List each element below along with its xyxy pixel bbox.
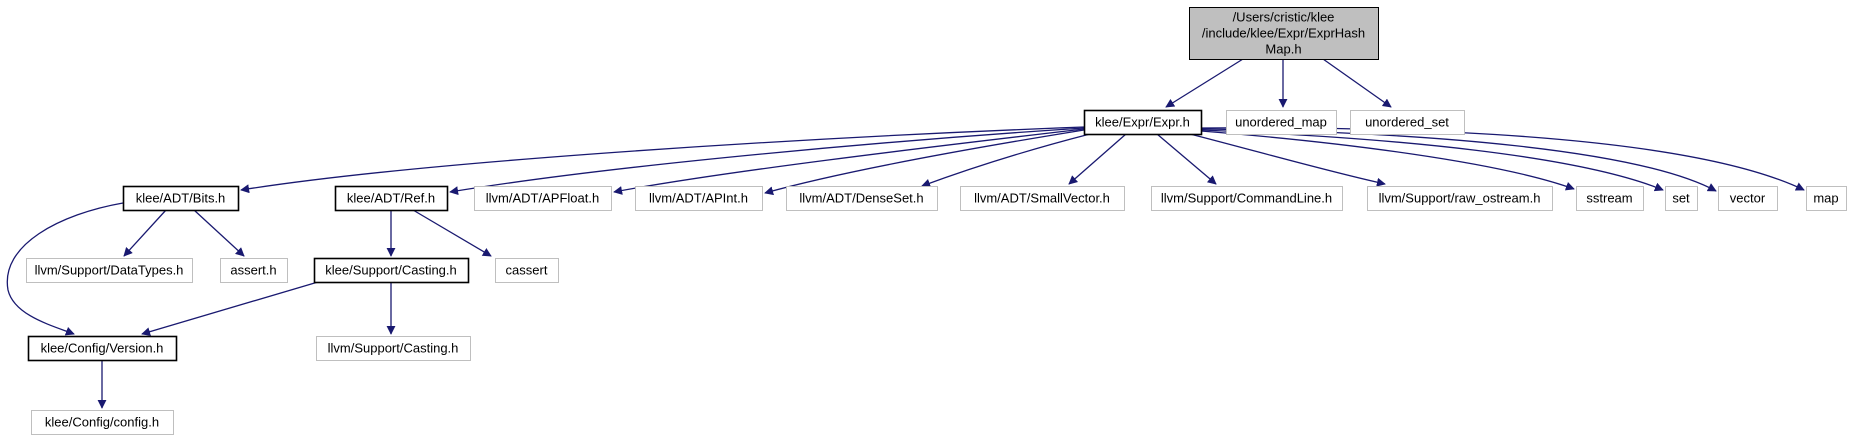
node-label-root-line-0: /Users/cristic/klee	[1233, 10, 1335, 25]
node-box-rawostream	[1367, 186, 1553, 211]
edge-expr-to-apint	[764, 129, 1085, 196]
node-config: klee/Config/config.h	[31, 410, 174, 435]
node-label-denseset: llvm/ADT/DenseSet.h	[799, 191, 923, 206]
node-label-bits: klee/ADT/Bits.h	[136, 191, 226, 206]
node-label-expr: klee/Expr/Expr.h	[1095, 115, 1190, 130]
edge-bits-to-version	[6, 202, 124, 336]
node-label-cmdline: llvm/Support/CommandLine.h	[1161, 191, 1332, 206]
node-box-smallvector	[960, 186, 1125, 211]
node-box-cmdline	[1151, 186, 1343, 211]
node-asserth: assert.h	[220, 258, 288, 283]
edge-expr-to-map	[1200, 127, 1805, 191]
node-sstream: sstream	[1576, 186, 1644, 211]
edge-expr-to-denseset	[921, 133, 1091, 188]
node-box-llvmcasting	[316, 336, 471, 361]
node-ref[interactable]: klee/ADT/Ref.h	[334, 185, 449, 212]
node-box-umap	[1226, 110, 1337, 135]
edge-expr-to-set	[1200, 129, 1664, 192]
node-box-cassert	[495, 258, 559, 283]
node-box-map	[1806, 186, 1847, 211]
node-box-root	[1189, 7, 1379, 60]
edges-layer	[6, 58, 1805, 409]
edge-casting-to-version	[141, 281, 319, 337]
nodes-layer: /Users/cristic/klee/include/klee/Expr/Ex…	[26, 7, 1847, 435]
node-box-apfloat	[474, 186, 612, 211]
node-label-smallvector: llvm/ADT/SmallVector.h	[974, 191, 1110, 206]
node-casting[interactable]: klee/Support/Casting.h	[313, 257, 470, 284]
node-box-bits	[122, 185, 240, 212]
node-box-denseset	[786, 186, 938, 211]
node-box-version	[27, 335, 178, 362]
edge-expr-to-rawostream	[1189, 133, 1386, 187]
node-box-apint	[635, 186, 763, 211]
edge-expr-to-bits	[240, 126, 1085, 194]
node-version[interactable]: klee/Config/Version.h	[27, 335, 178, 362]
node-label-llvmcasting: llvm/Support/Casting.h	[328, 341, 459, 356]
edge-expr-to-ref	[449, 127, 1085, 196]
node-apint: llvm/ADT/APInt.h	[635, 186, 763, 211]
node-label-vector: vector	[1730, 191, 1766, 206]
node-box-uset	[1350, 110, 1465, 135]
node-label-root-line-2: Map.h	[1265, 42, 1301, 57]
edge-expr-to-sstream	[1200, 130, 1575, 191]
node-label-sstream: sstream	[1586, 191, 1632, 206]
node-box-ref	[334, 185, 449, 212]
edge-bits-to-asserth	[193, 209, 245, 257]
node-label-rawostream: llvm/Support/raw_ostream.h	[1379, 191, 1541, 206]
edge-root-to-uset	[1322, 58, 1392, 108]
edge-expr-to-apfloat	[613, 128, 1085, 195]
edge-bits-to-datatypes	[123, 209, 167, 257]
node-box-config	[31, 410, 174, 435]
node-root[interactable]: /Users/cristic/klee/include/klee/Expr/Ex…	[1189, 7, 1379, 60]
node-label-casting: klee/Support/Casting.h	[325, 263, 457, 278]
node-box-casting	[313, 257, 470, 284]
node-box-sstream	[1576, 186, 1644, 211]
node-map: map	[1806, 186, 1847, 211]
node-box-datatypes	[26, 258, 193, 283]
node-label-map: map	[1813, 191, 1838, 206]
node-label-set: set	[1672, 191, 1690, 206]
node-vector: vector	[1718, 186, 1778, 211]
node-bits[interactable]: klee/ADT/Bits.h	[122, 185, 240, 212]
node-label-umap: unordered_map	[1235, 115, 1327, 130]
node-label-root-line-1: /include/klee/Expr/ExprHash	[1202, 26, 1365, 41]
node-llvmcasting: llvm/Support/Casting.h	[316, 336, 471, 361]
node-label-ref: klee/ADT/Ref.h	[347, 191, 435, 206]
node-label-config: klee/Config/config.h	[45, 415, 159, 430]
node-label-version: klee/Config/Version.h	[41, 341, 164, 356]
node-label-apint: llvm/ADT/APInt.h	[649, 191, 748, 206]
node-label-uset: unordered_set	[1365, 115, 1449, 130]
node-box-vector	[1718, 186, 1778, 211]
node-apfloat: llvm/ADT/APFloat.h	[474, 186, 612, 211]
node-box-expr	[1083, 109, 1203, 136]
node-label-apfloat: llvm/ADT/APFloat.h	[486, 191, 599, 206]
node-denseset: llvm/ADT/DenseSet.h	[786, 186, 938, 211]
node-smallvector: llvm/ADT/SmallVector.h	[960, 186, 1125, 211]
node-label-datatypes: llvm/Support/DataTypes.h	[35, 263, 184, 278]
edge-ref-to-cassert	[412, 209, 492, 257]
node-expr[interactable]: klee/Expr/Expr.h	[1083, 109, 1203, 136]
node-uset: unordered_set	[1350, 110, 1465, 135]
node-cmdline: llvm/Support/CommandLine.h	[1151, 186, 1343, 211]
node-label-asserth: assert.h	[230, 263, 276, 278]
node-rawostream: llvm/Support/raw_ostream.h	[1367, 186, 1553, 211]
node-box-set	[1665, 186, 1698, 211]
node-cassert: cassert	[495, 258, 559, 283]
node-umap: unordered_map	[1226, 110, 1337, 135]
node-label-cassert: cassert	[506, 263, 548, 278]
node-set: set	[1665, 186, 1698, 211]
edge-expr-to-cmdline	[1156, 133, 1217, 185]
edge-root-to-expr	[1165, 58, 1244, 108]
node-datatypes: llvm/Support/DataTypes.h	[26, 258, 193, 283]
node-box-asserth	[220, 258, 288, 283]
edge-expr-to-smallvector	[1068, 133, 1127, 185]
